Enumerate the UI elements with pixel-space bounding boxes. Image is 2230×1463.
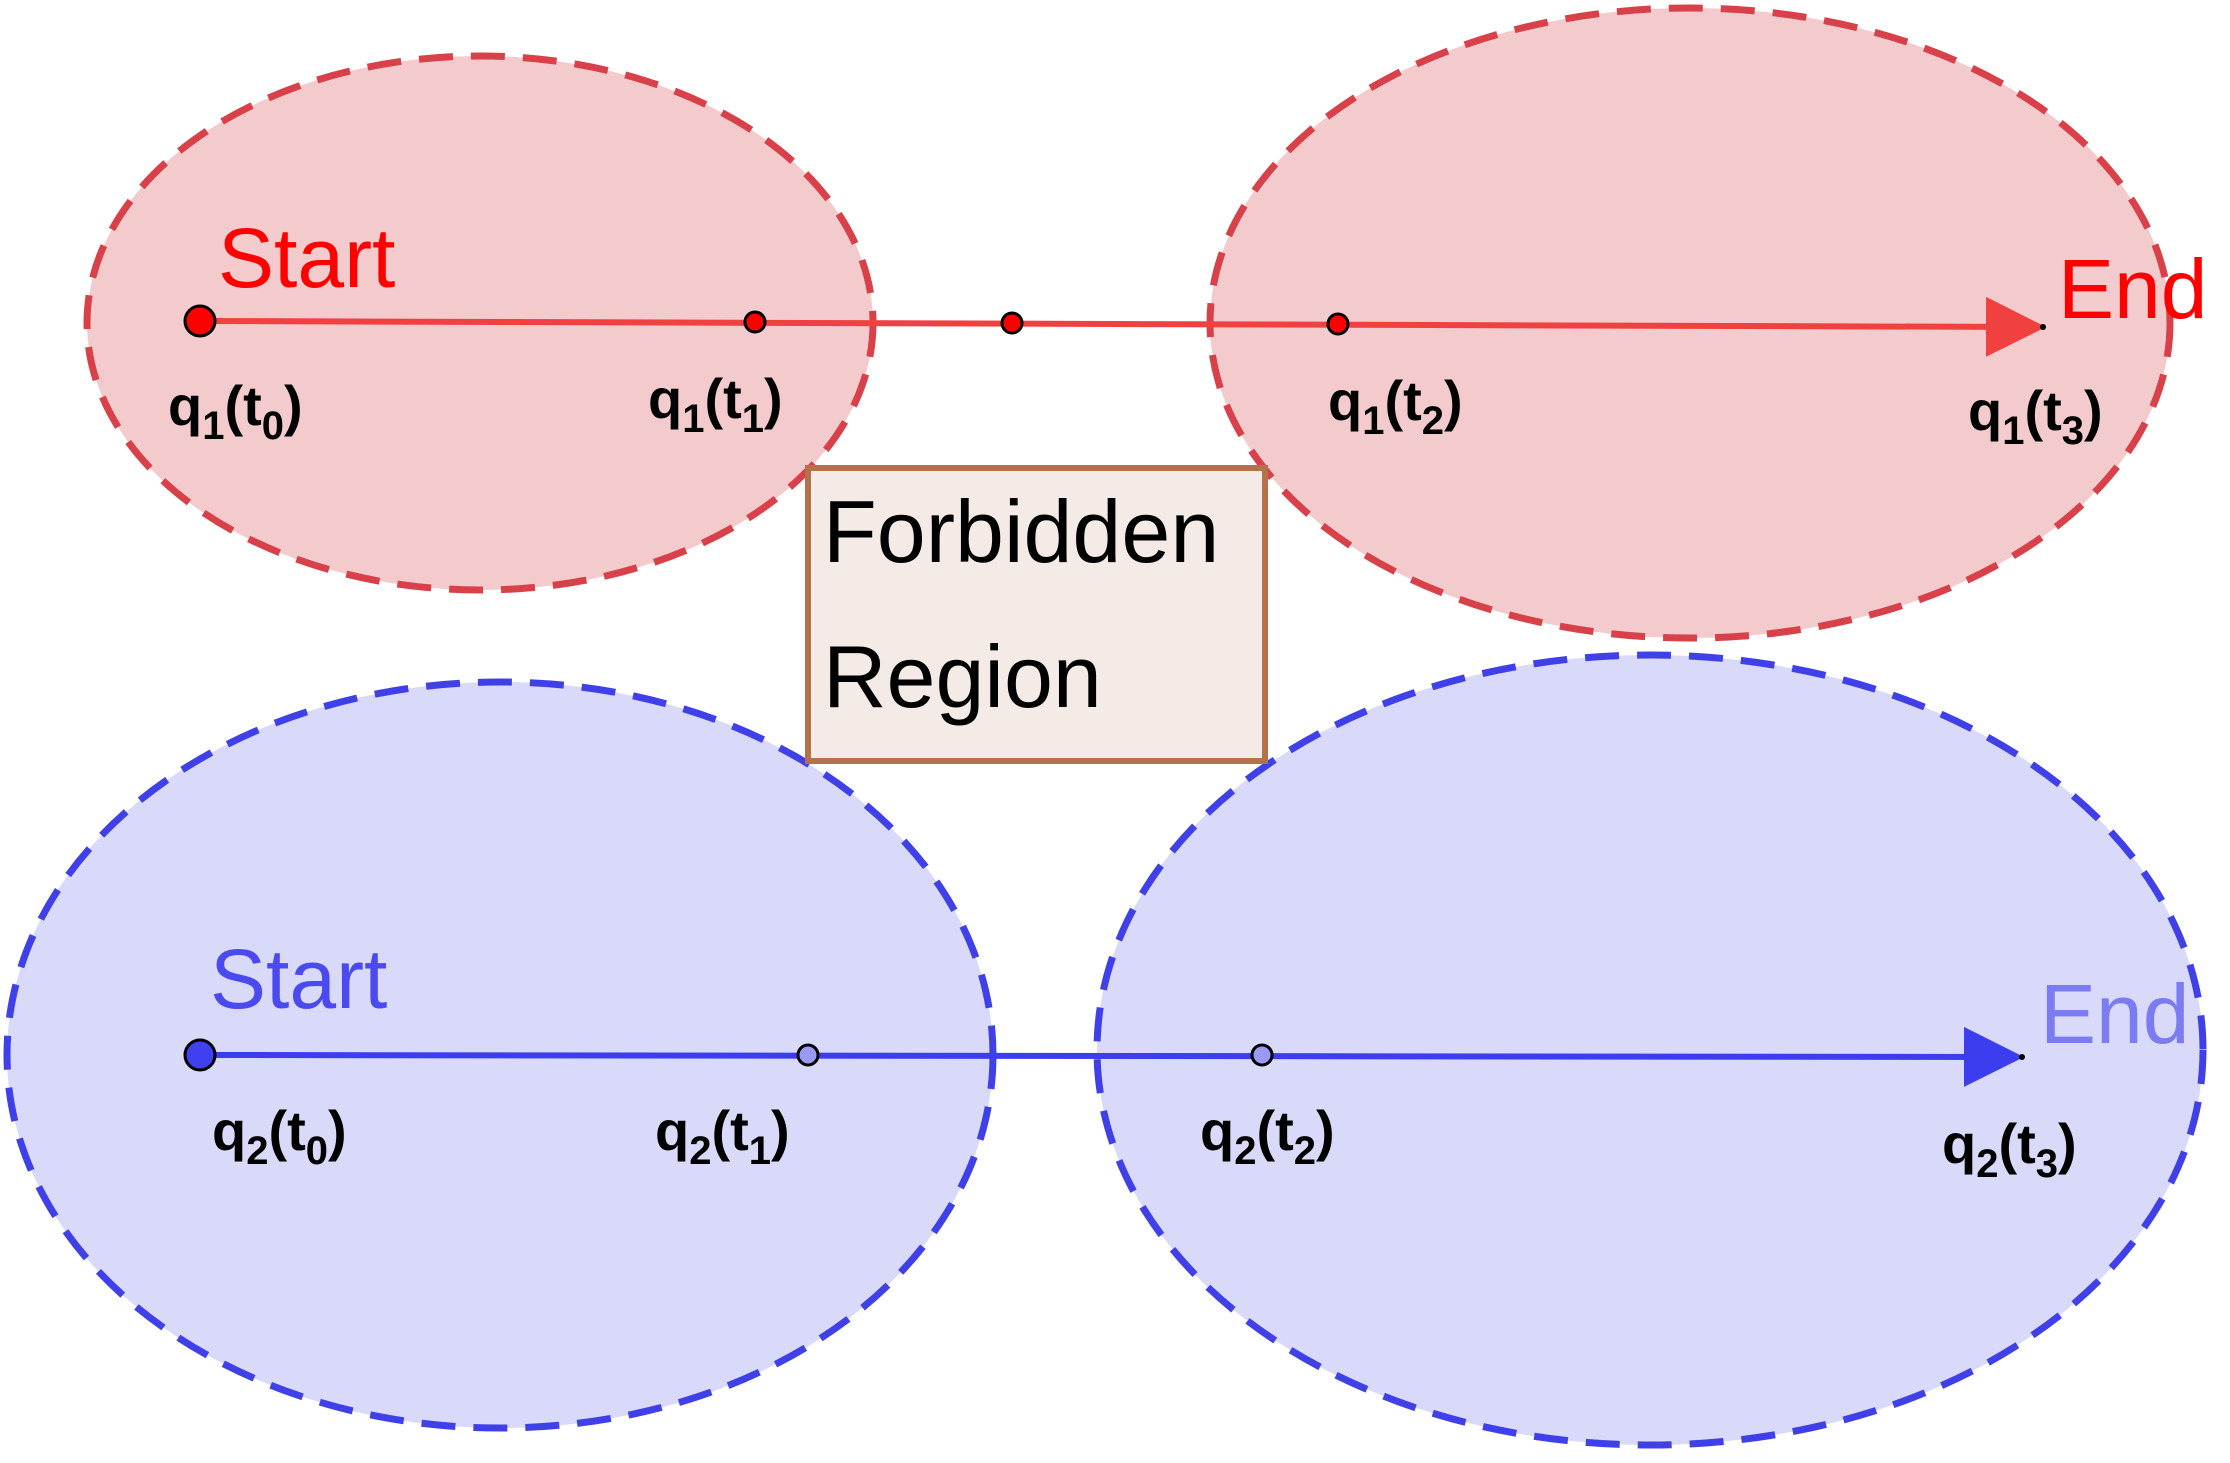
robot1-label-t2: q1(t2) bbox=[1328, 369, 1463, 443]
robot1-point-t2 bbox=[1326, 312, 1350, 336]
robot2-point-t1 bbox=[796, 1043, 820, 1067]
robot2-label-t1: q2(t1) bbox=[655, 1099, 790, 1173]
robot2-end-label: End bbox=[2040, 967, 2189, 1061]
robot2-point-t3 bbox=[2019, 1054, 2025, 1060]
robot1-point-t3 bbox=[2040, 324, 2046, 330]
robot1-trajectory bbox=[199, 296, 2046, 357]
robot1-point-t1 bbox=[743, 310, 767, 334]
robot2-label-t3: q2(t3) bbox=[1942, 1112, 2077, 1186]
robot2-trajectory bbox=[199, 1026, 2024, 1087]
robot1-point-t0 bbox=[183, 304, 217, 338]
robot1-label-t3: q1(t3) bbox=[1968, 379, 2103, 453]
robot2-point-t2 bbox=[1250, 1043, 1274, 1067]
forbidden-region-line2: Region bbox=[823, 627, 1102, 726]
robot2-label-t2: q2(t2) bbox=[1200, 1099, 1335, 1173]
robot2-point-t0 bbox=[183, 1038, 217, 1072]
robot1-start-label: Start bbox=[218, 211, 395, 305]
robot1-point-mid bbox=[1000, 311, 1024, 335]
robot2-start-label: Start bbox=[210, 932, 387, 1026]
robot1-label-t0: q1(t0) bbox=[168, 374, 303, 448]
robot1-end-label: End bbox=[2058, 242, 2207, 336]
robot1-label-t1: q1(t1) bbox=[648, 367, 783, 441]
robot2-label-t0: q2(t0) bbox=[212, 1099, 347, 1173]
forbidden-region-box bbox=[805, 465, 1268, 764]
robot2-end-region bbox=[1093, 651, 2207, 1449]
forbidden-region-line1: Forbidden bbox=[823, 482, 1219, 581]
